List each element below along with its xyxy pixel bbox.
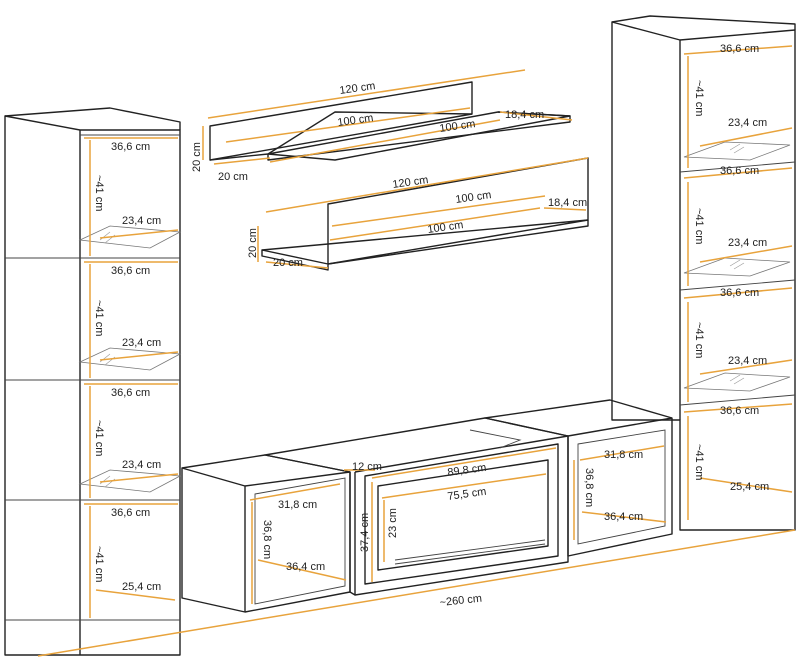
right-shelf-height-3-label: ~41 cm [693,322,705,358]
lower-depth-label: 18,4 cm [548,197,587,209]
right-shelf-height-4-label: ~41 cm [693,444,705,480]
right-shelf-height-2-label: ~41 cm [693,208,705,244]
upper-height-label: 20 cm [191,142,203,172]
fireplace-frame-label: 12 cm [352,461,382,473]
left-width-3-label: 36,6 cm [111,387,150,399]
right-shelf-height-1-label: ~41 cm [693,80,705,116]
upper-depth-side-label: 20 cm [218,171,248,183]
lower-height-label: 20 cm [247,228,259,258]
left-shelf-height-4-label: ~41 cm [93,546,105,582]
upper-inner-width-label: 100 cm [439,118,476,135]
fireplace-inner-height-label: 23 cm [387,508,399,538]
right-width-2-label: 36,6 cm [720,165,759,177]
left-shelf-height-1-label: ~41 cm [93,175,105,211]
fireplace-outer-width-label: 89,8 cm [447,462,487,479]
right-width-4-label: 36,6 cm [720,405,759,417]
upper-floating-shelf [202,69,573,165]
upper-depth-label: 18,4 cm [505,109,544,121]
right-tall-cabinet [611,15,796,531]
upper-front-width-label: 100 cm [337,112,374,129]
left-tall-cabinet [4,107,182,656]
right-width-3-label: 36,6 cm [720,287,759,299]
right-glass-depth-3-label: 23,4 cm [728,355,767,367]
right-glass-depth-2-label: 23,4 cm [728,237,767,249]
fireplace-inner-width-label: 75,5 cm [447,486,487,503]
total-width-label: ~260 cm [439,593,483,609]
left-shelf-height-3-label: ~41 cm [93,420,105,456]
left-depth-bottom-label: 25,4 cm [122,581,161,593]
lower-back-width-label: 120 cm [392,174,429,191]
left-glass-depth-2-label: 23,4 cm [122,337,161,349]
lower-front-width-label: 100 cm [455,189,492,206]
left-box-width-label: 31,8 cm [278,499,317,511]
lower-inner-width-label: 100 cm [427,219,464,236]
left-glass-depth-1-label: 23,4 cm [122,215,161,227]
upper-back-width-label: 120 cm [339,80,376,97]
fireplace-outer-height-label: 37,4 cm [359,513,371,552]
right-depth-bottom-label: 25,4 cm [730,481,769,493]
left-width-top-label: 36,6 cm [111,141,150,153]
left-box-height-label: 36,8 cm [261,520,273,559]
right-low-box [484,399,673,557]
right-box-width-label: 31,8 cm [604,449,643,461]
right-width-top-label: 36,6 cm [720,43,759,55]
left-width-4-label: 36,6 cm [111,507,150,519]
right-box-height-label: 36,8 cm [583,468,595,507]
lower-floating-shelf [257,157,589,271]
right-glass-depth-1-label: 23,4 cm [728,117,767,129]
total-width-line [37,529,796,657]
right-box-depth-label: 36,4 cm [604,511,643,523]
left-glass-depth-3-label: 23,4 cm [122,459,161,471]
lower-depth-side-label: 20 cm [273,257,303,269]
left-box-depth-label: 36,4 cm [286,561,325,573]
left-shelf-height-2-label: ~41 cm [93,300,105,336]
left-width-2-label: 36,6 cm [111,265,150,277]
